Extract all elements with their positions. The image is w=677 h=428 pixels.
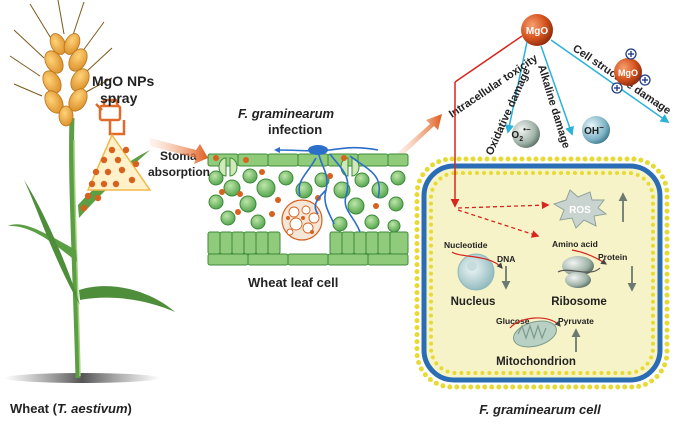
nucleus-icon [457,253,495,291]
fungal-cell [414,156,670,390]
nucleus-label: Nucleus [451,296,496,308]
cytoplasm [424,166,660,380]
alkaline-damage-label: Alkaline damage [535,63,572,150]
fungal-spore [308,145,328,155]
superoxide-radical-icon [512,120,540,148]
wheat-leaf-cell-section [207,145,409,266]
mitochondrion-icon [513,320,557,348]
mgo-small-label: MgO [618,68,638,78]
wheat-leaf-left [8,224,77,262]
spray-bottle-icon [95,98,126,136]
toxicity-to-amino [457,209,540,238]
leaf-cell-caption: Wheat leaf cell [248,275,338,290]
wheat-caption-post: ) [128,401,132,416]
ros-label: ROS [569,205,591,216]
glucose-label: Glucose [496,316,530,326]
wheat-caption: Wheat (T. aestivum) [10,401,132,416]
arrow-to-leaf-cell [150,138,208,164]
ros-burst-icon [552,189,608,229]
mgo-ball-label: MgO [526,26,548,37]
wheat-caption-pre: Wheat ( [10,401,58,416]
wheat-leaf-lower-right [79,286,175,312]
mgo-particles-spray [80,146,140,212]
mgo-nps-label: MgO NPs [92,73,154,89]
mgo-charged-particle [614,58,642,86]
wheat-plant [4,0,175,383]
toxicity-to-ros [457,201,550,210]
spray-label: spray [100,90,138,106]
nucleotide-to-dna-arrow [451,251,503,269]
fungal-cell-caption: F. graminearum cell [479,402,601,417]
amino-to-protein-arrow [571,249,607,265]
fungal-hyphae [275,146,381,233]
arrow-intracellular [454,35,523,83]
arrow-alkaline [540,45,574,136]
cell-membrane [421,163,663,383]
arrow-to-fungal-cell [396,114,442,158]
protein-label: Protein [598,252,627,262]
o2-symbol: O [511,130,519,141]
arrow-oxidative [505,41,528,134]
ribosome-icon [557,256,601,288]
wheat-ear [9,0,113,127]
pyruvate-label: Pyruvate [558,316,594,326]
o2-label: O2•− [511,125,530,143]
plant-shadow [4,373,160,383]
glucose-to-pyruvate-arrow [509,317,561,329]
wheat-leaf-left-tall [24,180,80,305]
infection-species-label: F. graminearum [238,106,335,121]
dna-label: DNA [497,254,515,264]
membrane-inner-beads [429,171,655,375]
wheat-caption-species: T. aestivum [57,401,128,416]
membrane-outer-beads [414,156,670,390]
oh-label: OH− [584,123,604,137]
mgo-nanoparticle [521,14,553,46]
amino-acid-label: Amino acid [552,239,598,249]
intracellular-toxicity-label: Intracellular toxicity [447,52,541,121]
o2-subscript: 2 [519,136,523,143]
nucleotide-label: Nucleotide [444,240,488,250]
ribosome-label: Ribosome [551,296,607,308]
mitochondrion-label: Mitochondrion [496,356,576,368]
wheat-stem [69,117,81,379]
arrow-cell-structure [550,39,670,124]
hydroxide-ion-icon [582,116,610,144]
infection-label: infection [268,122,322,137]
oh-symbol: OH [584,126,599,137]
vascular-bundle [281,199,323,241]
absorption-label: absorption [148,165,210,179]
